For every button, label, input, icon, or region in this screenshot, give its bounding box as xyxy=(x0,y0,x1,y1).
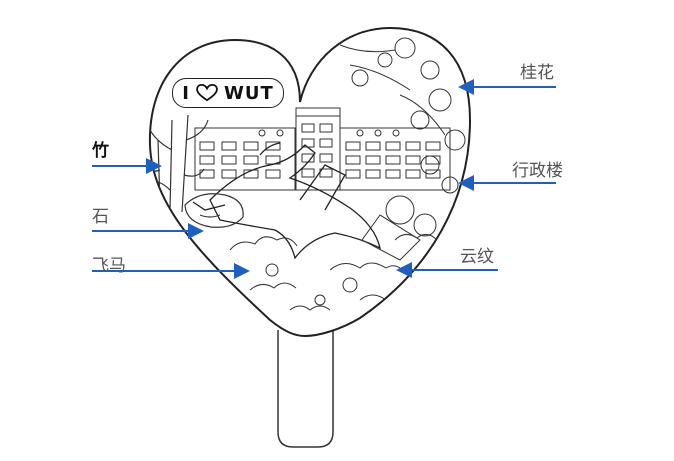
building-window xyxy=(345,169,361,179)
flying-horse-drawing xyxy=(192,142,381,260)
building-window xyxy=(319,123,333,133)
badge-left-text: I xyxy=(182,82,190,104)
osmanthus-drawing xyxy=(339,37,466,237)
building-window xyxy=(405,155,421,165)
building-window xyxy=(365,169,381,179)
building-window xyxy=(319,138,333,148)
heart-outline-icon xyxy=(196,84,218,102)
annotation-arrows xyxy=(92,79,556,279)
building-window xyxy=(385,169,401,179)
label-osmanthus: 桂花 xyxy=(520,63,554,83)
building-window xyxy=(365,141,381,151)
label-stone: 石 xyxy=(92,207,109,227)
building-window xyxy=(265,141,281,151)
label-admin-building: 行政楼 xyxy=(512,161,563,181)
building-window xyxy=(243,141,259,151)
building-window xyxy=(365,155,381,165)
badge-right-text: WUT xyxy=(223,82,274,104)
cloud-pattern-drawing xyxy=(229,214,438,311)
building-window xyxy=(265,169,281,179)
building-window xyxy=(243,155,259,165)
building-window xyxy=(425,169,441,179)
building-window xyxy=(301,168,315,178)
building-window xyxy=(385,141,401,151)
building-window xyxy=(221,141,237,151)
i-love-wut-badge: I WUT xyxy=(172,78,284,108)
building-window xyxy=(199,155,215,165)
building-window xyxy=(345,155,361,165)
building-window xyxy=(405,141,421,151)
building-window xyxy=(345,141,361,151)
label-cloud-pattern: 云纹 xyxy=(460,247,494,267)
label-flying-horse: 飞马 xyxy=(92,256,126,276)
building-window xyxy=(221,169,237,179)
building-window xyxy=(199,141,215,151)
building-window xyxy=(221,155,237,165)
building-window xyxy=(385,155,401,165)
building-window xyxy=(319,153,333,163)
building-window xyxy=(405,169,421,179)
fan-handle xyxy=(277,325,334,448)
building-window xyxy=(301,123,315,133)
label-bamboo: 竹 xyxy=(92,141,109,161)
admin-building-drawing xyxy=(194,107,451,191)
building-window xyxy=(425,141,441,151)
